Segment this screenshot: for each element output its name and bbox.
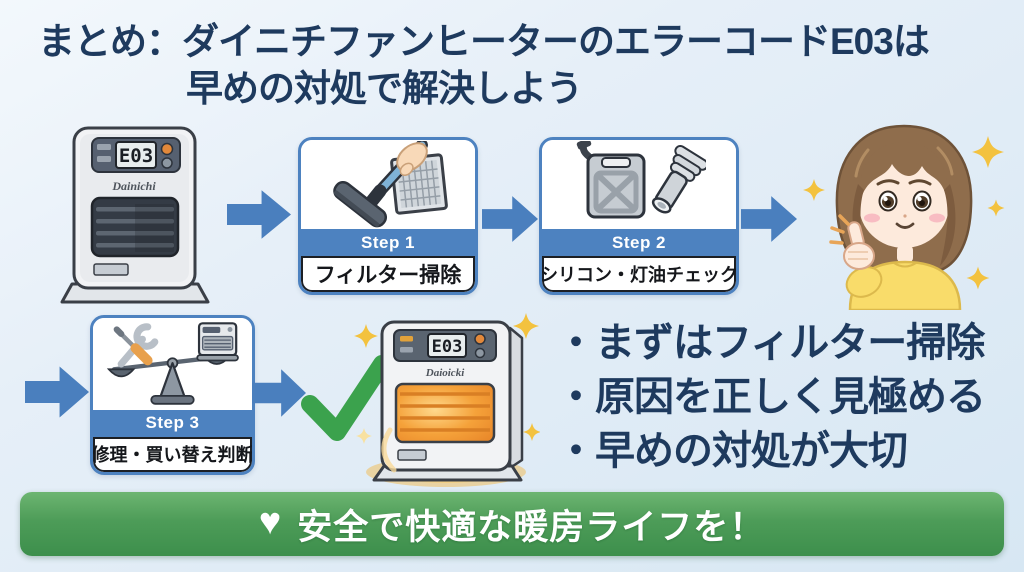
sparkle-icon	[356, 428, 372, 444]
flow-arrow-2	[482, 196, 538, 242]
emphasis-lines	[829, 214, 850, 245]
summary-bullet-2: ・原因を正しく見極める	[556, 375, 986, 419]
step-caption-3: 修理・買い替え判断	[93, 436, 252, 472]
step-caption-2: シリコン・灯油チェック	[542, 256, 736, 292]
step-label-3: Step 3	[93, 410, 252, 437]
flow-arrow-4	[25, 366, 89, 418]
page-title-line1: まとめ：ダイニチファンヒーターのエラーコードE03は	[38, 21, 930, 62]
thumbs-up-girl-illustration	[803, 124, 1005, 310]
summary-bullet-3: ・早めの対処が大切	[556, 429, 908, 473]
vacuum-filter-icon	[333, 140, 448, 227]
sparkle-icon	[987, 199, 1005, 217]
heart-icon: ♥	[258, 501, 282, 543]
sparkle-icon	[523, 423, 540, 441]
heater-display-code: E03	[432, 337, 463, 357]
tools-icon	[113, 323, 159, 368]
page-title: まとめ：ダイニチファンヒーターのエラーコードE03は 早めの対処で解決しよう	[38, 18, 930, 112]
power-button	[160, 142, 174, 156]
summary-bullet-1: ・まずはフィルター掃除	[556, 321, 985, 365]
step-caption-1: フィルター掃除	[301, 256, 475, 292]
page-title-line2: 早めの対処で解決しよう	[186, 68, 583, 109]
glowing-grille	[394, 382, 496, 444]
step-card-1: Step 1 フィルター掃除	[298, 137, 478, 295]
flow-arrow-1	[227, 190, 291, 239]
step-card-3: Step 3 修理・買い替え判断	[90, 315, 255, 475]
error-heater-illustration: E03 Dainichi	[60, 126, 210, 304]
flow-arrow-3	[741, 196, 797, 242]
thumbs-up-hand	[843, 221, 875, 270]
repair-replace-scale-icon	[106, 322, 239, 405]
heater-display-code: E03	[119, 145, 153, 167]
sparkle-icon	[803, 179, 825, 201]
heater-brand-label: Daioicki	[425, 367, 465, 379]
sparkle-icon	[972, 136, 1004, 168]
mini-heater-icon	[196, 322, 239, 362]
summary-bullets: ・まずはフィルター掃除 ・原因を正しく見極める ・早めの対処が大切	[556, 316, 1024, 478]
banner-text: 安全で快適な暖房ライフを！	[297, 507, 766, 547]
bottom-banner: ♥ 安全で快適な暖房ライフを！	[20, 492, 1004, 556]
sparkle-icon	[966, 266, 990, 290]
heater-brand-label: Dainichi	[111, 179, 156, 193]
step-label-2: Step 2	[542, 229, 736, 256]
step-card-2: Step 2 シリコン・灯油チェック	[539, 137, 739, 295]
sparkle-icon	[354, 324, 378, 348]
step-label-1: Step 1	[301, 229, 475, 256]
heater-grille	[90, 196, 180, 258]
working-heater-illustration: E03 Daioicki	[354, 313, 540, 487]
girl-eyes	[878, 190, 932, 212]
kerosene-tank-icon	[576, 140, 706, 218]
checkmark-icon	[301, 355, 390, 441]
